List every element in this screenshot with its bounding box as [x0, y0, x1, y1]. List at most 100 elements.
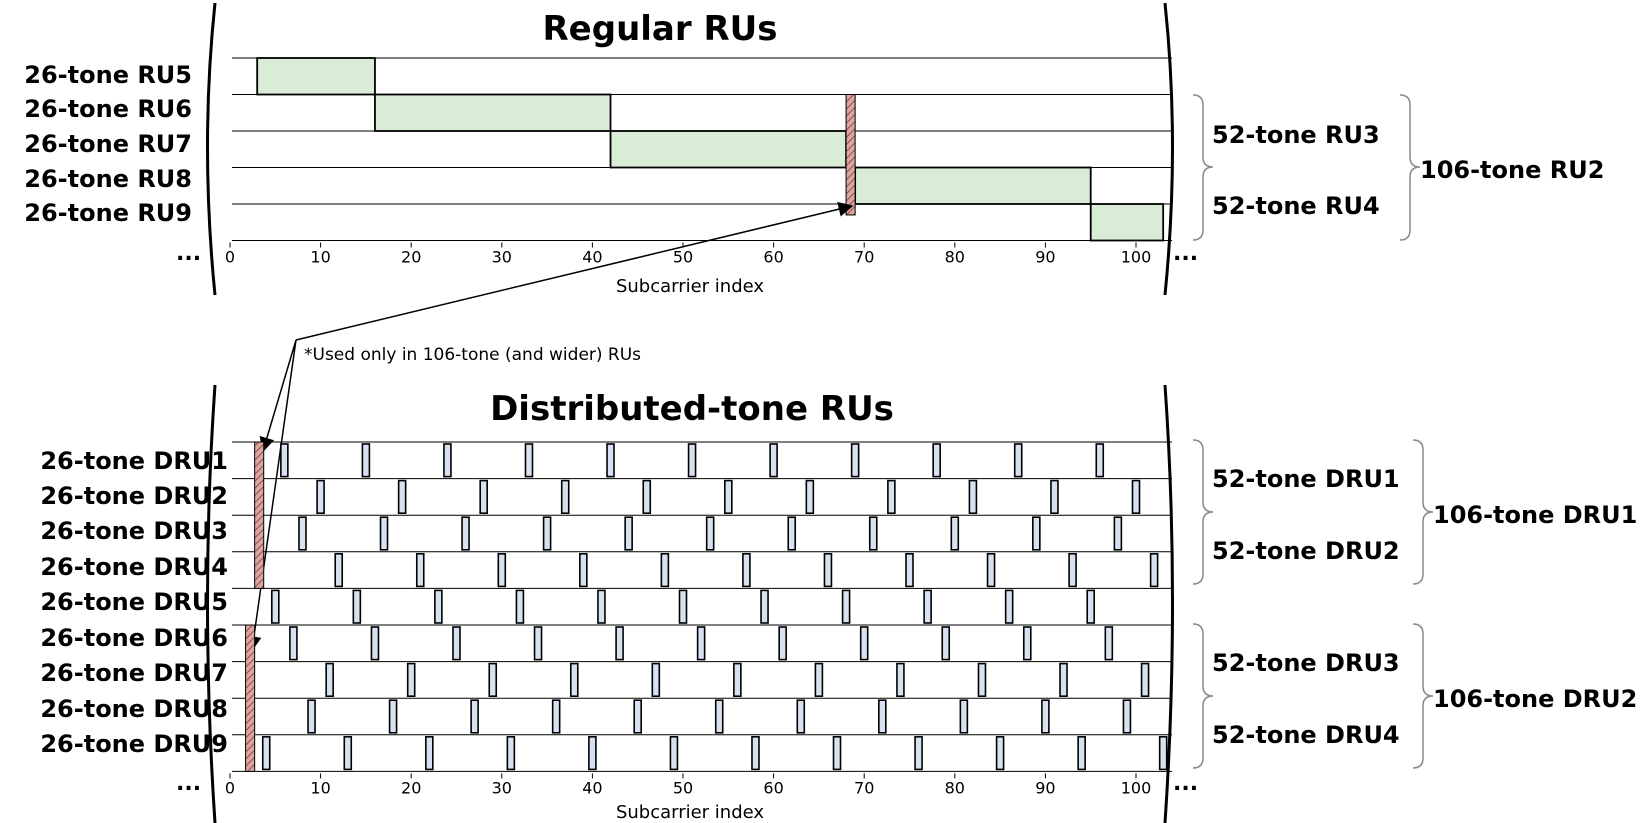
dru-tone	[261, 735, 271, 771]
dru-tone	[1022, 626, 1032, 661]
group-label-106-tone-dru2: 106-tone DRU2	[1433, 685, 1637, 713]
distributed-rus-group-braces: 52-tone DRU1 52-tone DRU2 52-tone DRU3 5…	[1192, 439, 1637, 769]
x-tick-label: 60	[763, 778, 783, 797]
row-label: 26-tone DRU5	[40, 588, 228, 616]
dru-tone	[1095, 443, 1105, 478]
pilot-block	[254, 441, 265, 589]
dru-tone	[832, 735, 842, 771]
dru-tone	[787, 516, 797, 551]
dru-tone	[470, 699, 479, 734]
dru-tone	[977, 662, 987, 697]
dru-tone	[932, 443, 941, 478]
brace-52-dru1-dru2	[1192, 439, 1214, 585]
distributed-rus-panel: Distributed-tone RUs 26-tone DRU1 26-ton…	[40, 384, 1637, 823]
left-break-edge	[206, 384, 217, 823]
x-tick-label: 50	[673, 778, 693, 797]
dru-tone	[878, 699, 887, 734]
dru-tone	[452, 626, 461, 661]
brace-106-dru2	[1412, 623, 1434, 769]
dru-tone	[579, 552, 588, 588]
dru-tone	[887, 479, 896, 515]
dru-tone	[425, 735, 434, 771]
dru-tone	[696, 626, 706, 661]
pilot-block	[245, 624, 256, 772]
regular-rus-bars	[256, 57, 1165, 242]
x-tick-label: 10	[310, 778, 330, 797]
x-tick-label: 20	[401, 778, 421, 797]
dru-tone	[859, 626, 869, 661]
ru-block	[609, 130, 847, 169]
dru-tone	[669, 735, 679, 771]
regular-rus-panel: Regular RUs 26-tone RU5 26-tone RU6 26-t…	[24, 2, 1604, 297]
dru-tone	[343, 735, 353, 771]
dru-tone	[995, 735, 1005, 771]
dru-tone	[723, 479, 733, 515]
dru-tone	[678, 589, 688, 624]
regular-rus-x-axis-label: Subcarrier index	[616, 276, 764, 297]
dru-tone	[361, 443, 371, 478]
dru-tone	[1104, 626, 1114, 661]
dru-tone	[325, 662, 334, 697]
regular-rus-row-labels: 26-tone RU5 26-tone RU6 26-tone RU7 26-t…	[24, 61, 192, 227]
row-label: 26-tone RU7	[24, 130, 192, 158]
dru-tone	[1004, 589, 1014, 624]
brace-106-dru1	[1412, 439, 1434, 585]
row-label: 26-tone DRU8	[40, 695, 228, 723]
dru-tone	[397, 479, 407, 515]
dru-tone	[850, 443, 860, 478]
row-label: 26-tone DRU9	[40, 730, 228, 758]
distributed-rus-grid	[232, 441, 1172, 772]
dru-tone	[515, 589, 525, 624]
ellipsis-left: ...	[176, 241, 201, 266]
dru-tone	[506, 735, 516, 771]
group-label-106-tone-dru1: 106-tone DRU1	[1433, 501, 1637, 529]
dru-tone	[778, 626, 787, 661]
dru-tone	[986, 552, 996, 588]
dru-tone	[1122, 699, 1132, 734]
dru-tone	[1149, 552, 1159, 588]
distributed-rus-row-labels: 26-tone DRU1 26-tone DRU2 26-tone DRU3 2…	[40, 447, 228, 758]
dru-tone	[814, 662, 824, 697]
dru-tone	[751, 735, 760, 771]
x-tick-label: 10	[310, 248, 330, 267]
brace-106-ru2	[1399, 94, 1421, 241]
dru-tone	[560, 479, 570, 515]
ru-block	[854, 166, 1092, 205]
ellipsis-left: ...	[176, 771, 201, 796]
x-tick-label: 70	[854, 248, 874, 267]
group-label-52-tone-dru4: 52-tone DRU4	[1212, 721, 1400, 749]
arrow-to-dru6-pilot	[246, 339, 297, 652]
group-label-52-tone-dru2: 52-tone DRU2	[1212, 537, 1400, 565]
arrow-to-dru1-pilot	[259, 339, 297, 453]
dru-tone	[551, 699, 561, 734]
dru-tone	[705, 516, 715, 551]
row-label: 26-tone RU6	[24, 95, 192, 123]
dru-tone	[1032, 516, 1041, 551]
x-tick-label: 50	[673, 248, 693, 267]
dru-tone	[406, 662, 416, 697]
dru-tone	[497, 552, 507, 588]
x-tick-label: 30	[492, 248, 512, 267]
dru-tone	[796, 699, 806, 734]
dru-tone	[660, 552, 670, 588]
dru-tone	[298, 516, 307, 551]
brace-52-dru3-dru4	[1192, 623, 1214, 769]
dru-tone	[443, 443, 452, 478]
x-tick-label: 60	[763, 248, 783, 267]
dru-tone	[896, 662, 905, 697]
x-tick-label: 30	[492, 778, 512, 797]
dru-tone	[316, 479, 325, 515]
dru-tone	[633, 699, 643, 734]
row-label: 26-tone DRU6	[40, 624, 228, 652]
dru-tone	[1041, 699, 1050, 734]
dru-tone	[1113, 516, 1123, 551]
group-label-106-tone-ru2: 106-tone RU2	[1420, 156, 1604, 184]
dru-tone	[479, 479, 488, 515]
x-tick-label: 80	[945, 778, 965, 797]
dru-tone	[1086, 589, 1095, 624]
dru-tone	[1077, 735, 1086, 771]
group-label-52-tone-ru3: 52-tone RU3	[1212, 121, 1380, 149]
